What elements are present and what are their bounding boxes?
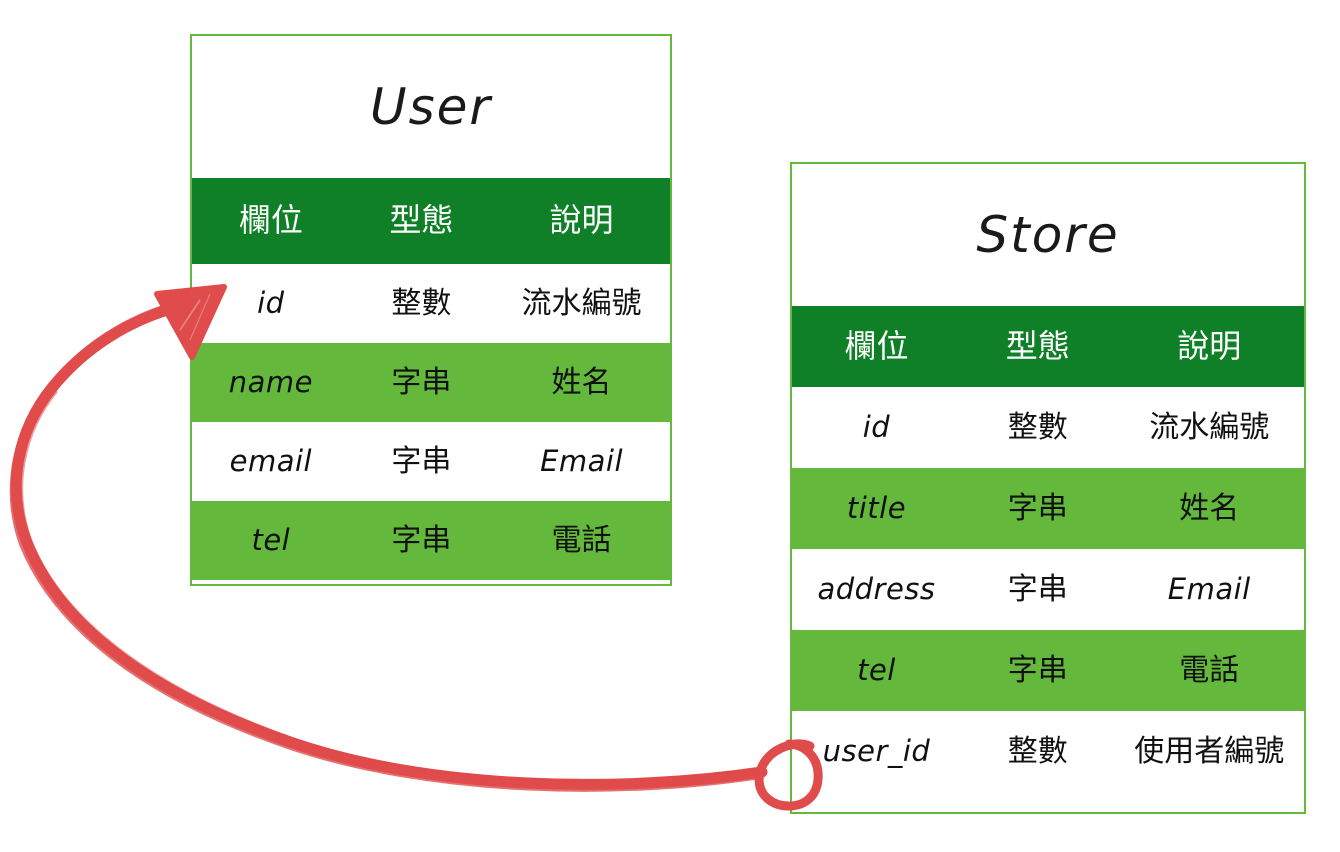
cell-type: 字串 [1007,572,1068,607]
column-header-type: 型態 [1005,326,1070,365]
cell-desc: 電話 [1179,653,1240,688]
cell-type: 字串 [391,365,452,400]
table-row[interactable]: tel 字串 電話 [192,501,670,580]
cell-field: id [862,409,891,444]
table-row[interactable]: name 字串 姓名 [192,343,670,422]
entity-table-store[interactable]: Store 欄位 型態 說明 id 整數 流水編號 title 字串 姓名 ad… [790,162,1306,814]
table-row[interactable]: id 整數 流水編號 [792,387,1304,468]
cell-type: 字串 [1007,491,1068,526]
table-row[interactable]: id 整數 流水編號 [192,264,670,343]
cell-desc: 使用者編號 [1134,734,1285,769]
cell-desc: 流水編號 [1149,410,1270,445]
cell-desc: 姓名 [1179,491,1240,526]
column-header-desc: 說明 [549,201,614,240]
table-header-row: 欄位 型態 說明 [192,178,670,264]
entity-title-user: User [370,78,492,136]
column-header-field: 欄位 [844,326,909,365]
table-header-row: 欄位 型態 說明 [792,306,1304,387]
column-header-field: 欄位 [238,201,303,240]
cell-field: address [817,571,936,606]
cell-field: title [846,490,907,525]
cell-type: 字串 [391,523,452,558]
cell-field: tel [251,522,291,557]
column-header-desc: 說明 [1177,326,1242,365]
column-header-type: 型態 [389,201,454,240]
table-row[interactable]: address 字串 Email [792,549,1304,630]
table-row[interactable]: user_id 整數 使用者編號 [792,711,1304,792]
cell-type: 字串 [391,444,452,479]
table-row[interactable]: title 字串 姓名 [792,468,1304,549]
table-row[interactable]: email 字串 Email [192,422,670,501]
cell-desc: 電話 [551,523,612,558]
cell-type: 整數 [1007,734,1068,769]
table-row[interactable]: tel 字串 電話 [792,630,1304,711]
cell-field: user_id [822,733,931,768]
entity-table-user[interactable]: User 欄位 型態 說明 id 整數 流水編號 name 字串 姓名 emai… [190,34,672,586]
cell-desc: 流水編號 [521,286,642,321]
cell-field: name [228,364,313,399]
cell-desc: Email [540,443,624,478]
cell-desc: Email [1167,571,1251,606]
cell-type: 整數 [391,286,452,321]
cell-type: 整數 [1007,410,1068,445]
cell-type: 字串 [1007,653,1068,688]
cell-desc: 姓名 [551,365,612,400]
cell-field: email [229,443,313,478]
cell-field: tel [857,652,896,687]
entity-title-store: Store [976,206,1120,264]
cell-field: id [257,285,285,320]
